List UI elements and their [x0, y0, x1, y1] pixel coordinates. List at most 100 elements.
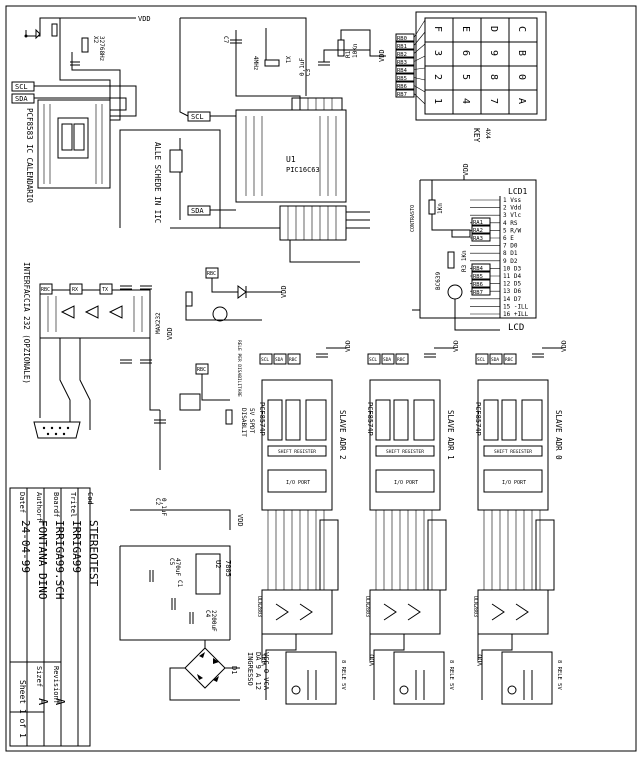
rs232-vdd: VDD [166, 327, 174, 340]
keypad-row-label: RB2 [397, 52, 407, 58]
mcu-part: PIC16C63 [286, 166, 320, 174]
i2c-bus-section: ALLE SCHEDE IN IIC SCL SDA [119, 18, 300, 229]
slave-tag [395, 353, 409, 365]
x2-value: 32768Hz [98, 36, 105, 62]
reg-ref: U2 [214, 560, 222, 568]
keypad-key-label: 0 [516, 74, 527, 80]
relay-vdd: VDD [260, 654, 268, 666]
keypad-key-label: 6 [460, 50, 471, 56]
lcd-pin: 1 Vss [503, 197, 521, 204]
uln2803-chip [369, 589, 441, 635]
lcd-tag-label: RB4 [473, 266, 484, 272]
title-block: Cod STEREOTEST Tritel IRRIGA99 Boardf IR… [9, 487, 100, 747]
i2c-caption: ALLE SCHEDE IN IIC [153, 142, 162, 223]
lcd-tag-label: RB7 [473, 290, 483, 296]
shift-register-label: SHIFT REGISTER [494, 449, 532, 455]
lcd-vdd: VDD [462, 163, 470, 176]
lcd-pin: 8 D1 [503, 250, 518, 257]
lcd-tag [471, 287, 491, 296]
c2-value: 0,1uF [160, 498, 167, 516]
reg-part: 7805 [224, 560, 232, 577]
lcd-tag [471, 279, 491, 288]
rtc-scl-tag: SCL [15, 83, 28, 91]
rs232-rx-tag: RX [72, 287, 78, 293]
keypad-row-label: RB4 [397, 68, 408, 74]
keypad-caption: KEY [472, 128, 481, 143]
mcu-section: U1 PIC16C63 X1 4MHz C7 R1 10Kn [180, 17, 386, 263]
relay-block [393, 651, 445, 705]
keypad-key-label: 9 [488, 50, 499, 56]
tb-date-label: Datef [18, 492, 26, 513]
x1-value: 4MHz [252, 56, 259, 71]
slave-vdd: VDD [344, 340, 352, 352]
keypad-key-label: 8 [488, 74, 499, 80]
lcd-pin: 12 D5 [503, 281, 521, 288]
tb-date-value: 24-04-99 [19, 520, 32, 573]
tb-revision-value: A [53, 698, 67, 706]
lcd-tag [471, 271, 491, 280]
lcd-pin: 13 D6 [503, 288, 521, 295]
tb-size-value: A [36, 698, 50, 706]
slave-tag [381, 353, 395, 365]
power-section: U2 7805 C5 470uF C1 C4 2200uF C2 0,1uF V… [119, 498, 270, 701]
lcd-tag [471, 217, 491, 226]
relay-vdd: VDD [368, 654, 376, 666]
c4-value: 2200uF [210, 610, 217, 632]
slave-tag-label: RBC [289, 357, 297, 363]
tb-sheet: Sheet 1 of 1 [18, 680, 27, 738]
lcd-tag-label: RA3 [473, 236, 483, 242]
io-port-label: I/O PORT [286, 480, 310, 486]
keypad-key-label: A [516, 98, 527, 104]
keypad-key [508, 89, 538, 115]
slave-tag [273, 353, 287, 365]
lcd-pin: 11 D4 [503, 273, 521, 280]
lcd-frame [419, 179, 537, 319]
power-vdd: VDD [236, 514, 244, 527]
keypad-key-label: B [516, 50, 527, 56]
lcd-pin: 4 RS [503, 220, 518, 227]
tb-revision-label: Revisionf [52, 666, 60, 704]
mcu-sda-tag: SDA [191, 207, 204, 215]
tb-author-value: FONTANA DINO [36, 520, 49, 599]
aux-vdd: VDD [280, 285, 288, 298]
keypad-frame [415, 11, 547, 121]
c2-ref: C2 [154, 498, 161, 506]
mcu-chip [235, 109, 347, 203]
slave-tag [259, 353, 273, 365]
keypad-row-label: RB6 [397, 84, 407, 90]
keypad-key-label: 2 [432, 74, 443, 80]
lcd-ref: LCD1 [508, 187, 527, 196]
c7-ref: C7 [222, 36, 229, 44]
slave-tag [475, 353, 489, 365]
slave-board: VDD SCL SDA RBC SHIFT REGISTER I/O PORT PCF857… [256, 340, 352, 705]
uln2803-label: ULN2803 [364, 596, 370, 617]
slave-vdd: VDD [452, 340, 460, 352]
tb-cod-label: Cod [86, 492, 94, 505]
slave-tag-label: SCL [261, 357, 269, 363]
rtc-caption: PCF8583 IC CALENDARIO [25, 108, 34, 203]
lcd-pin: 3 Vlc [503, 212, 521, 219]
lcd-tag-label: RB6 [473, 282, 483, 288]
tb-board-value: IRRIGA99.SCH [53, 520, 66, 599]
shift-register-label: SHIFT REGISTER [278, 449, 316, 455]
rtc-vdd: VDD [138, 15, 151, 23]
uln2803-label: ULN2803 [472, 596, 478, 617]
slave-tag [503, 353, 517, 365]
rs232-rbc-tag: RBC [41, 287, 50, 293]
tb-cod-value: STEREOTEST [87, 520, 100, 587]
slave-tag [367, 353, 381, 365]
slave-tag-label: SDA [275, 357, 283, 363]
slave-tag [489, 353, 503, 365]
slave-tag-label: SDA [491, 357, 499, 363]
rs232-caption: INTERFACCIA 232 (OPZIONALE) [22, 262, 31, 384]
slave-tag [287, 353, 301, 365]
rs232-section: MAX232 INTERFACCIA 232 (OPZIONALE) RBC R… [22, 262, 174, 439]
c4-ref: C4 [204, 610, 211, 618]
pcf8574-label: PCF8574P [258, 402, 266, 436]
lcd-caption: LCD [508, 323, 524, 333]
lcd-tag [471, 225, 491, 234]
